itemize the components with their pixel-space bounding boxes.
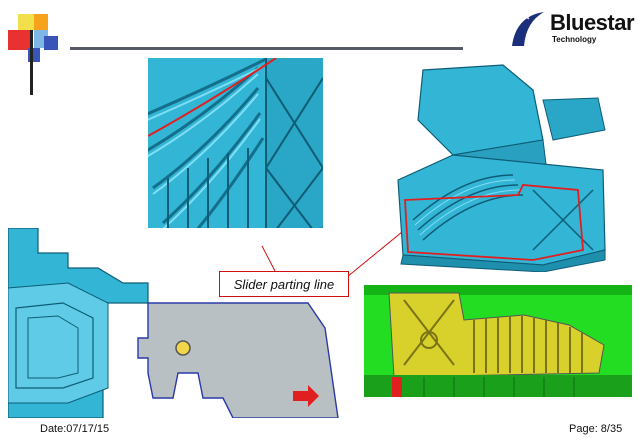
logo-wordmark: Bluestar xyxy=(550,10,635,35)
housing-isometric-image xyxy=(393,60,607,272)
mold-section-image xyxy=(364,285,632,397)
header-rule xyxy=(70,47,463,50)
corner-squares-decoration xyxy=(8,14,58,95)
company-logo: Bluestar Technology xyxy=(508,8,636,48)
housing-isometric-drawing xyxy=(397,64,606,272)
footer-date: Date:07/17/15 xyxy=(40,423,110,435)
slider-section-image xyxy=(8,228,345,418)
slider-section-drawing xyxy=(8,228,339,418)
footer-page-number: Page: 8/35 xyxy=(569,423,623,435)
bluestar-swoosh-icon xyxy=(512,11,544,46)
slider-parting-line-callout: Slider parting line xyxy=(219,271,349,297)
mold-section-drawing xyxy=(364,285,632,397)
logo-subtitle: Technology xyxy=(552,35,597,44)
red-right-arrow-icon xyxy=(293,385,319,407)
